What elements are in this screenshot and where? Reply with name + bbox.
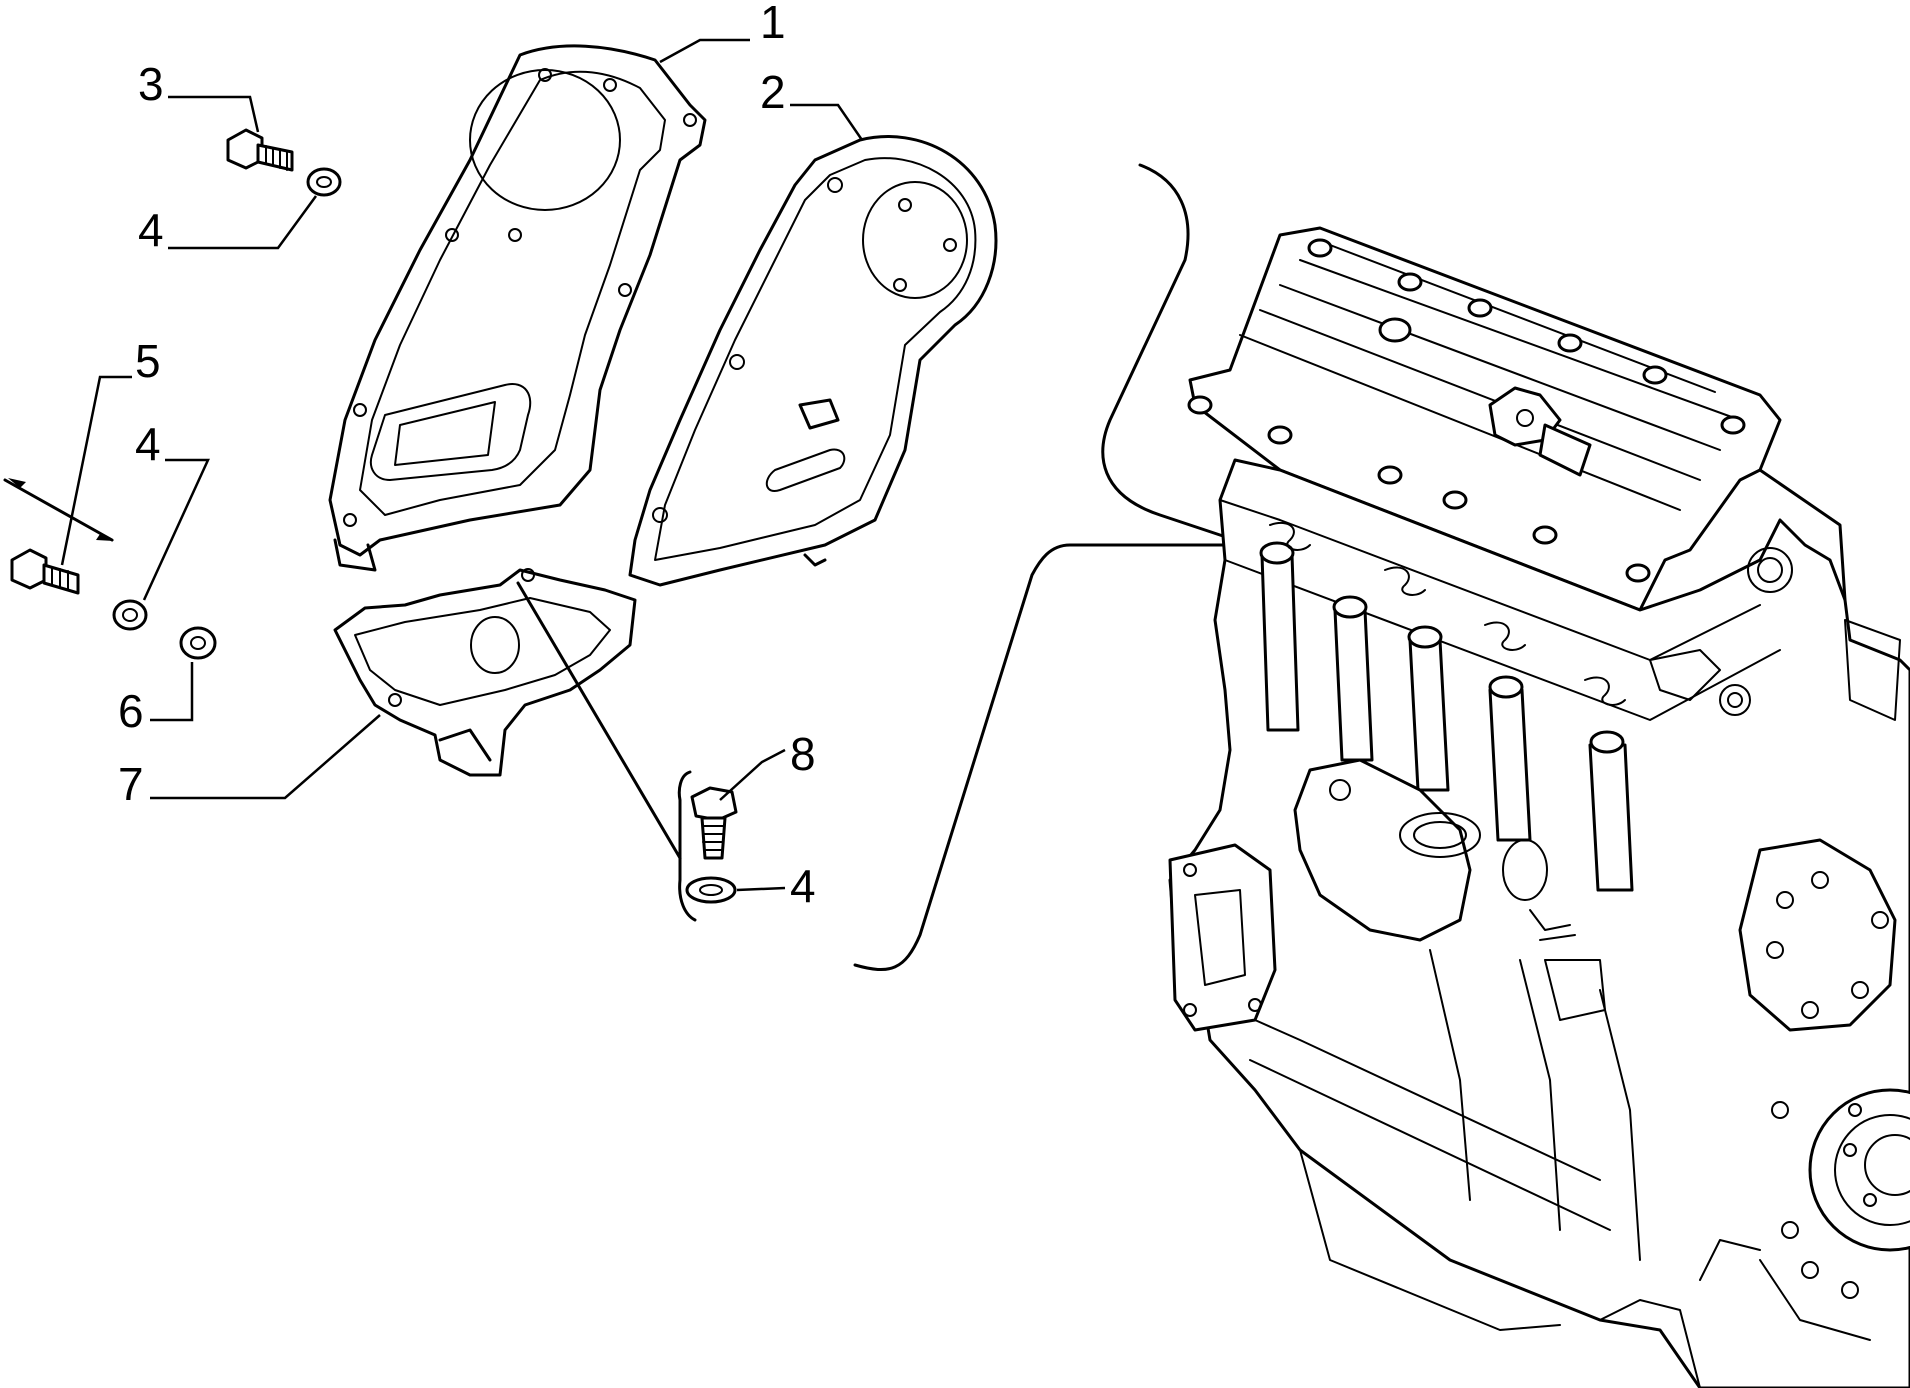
washer-icon[interactable] [179, 626, 217, 660]
group-bracket [677, 770, 697, 922]
lower-cover-bracket-icon[interactable] [333, 568, 637, 777]
washer-icon[interactable] [306, 167, 342, 197]
mounting-line [516, 581, 682, 860]
callout-5: 5 [135, 335, 161, 387]
callout-4: 4 [790, 860, 816, 912]
hex-bolt-icon[interactable] [690, 786, 738, 860]
washer-icon[interactable] [685, 876, 737, 904]
callout-6: 6 [118, 685, 144, 737]
callout-8: 8 [790, 728, 816, 780]
callout-3: 3 [138, 58, 164, 110]
callout-2: 2 [760, 66, 786, 118]
timing-cover-inner-icon[interactable] [328, 44, 707, 572]
leader-lines [60, 38, 864, 892]
callout-4: 4 [135, 418, 161, 470]
callout-4: 4 [138, 204, 164, 256]
bolt-icon[interactable] [3, 478, 114, 595]
engine-block-icon [853, 163, 1910, 1388]
timing-cover-outer-icon[interactable] [628, 135, 998, 587]
callout-1: 1 [760, 0, 786, 48]
flange-bolt-icon[interactable] [226, 128, 294, 172]
callout-7: 7 [118, 758, 144, 810]
washer-icon[interactable] [112, 599, 148, 631]
